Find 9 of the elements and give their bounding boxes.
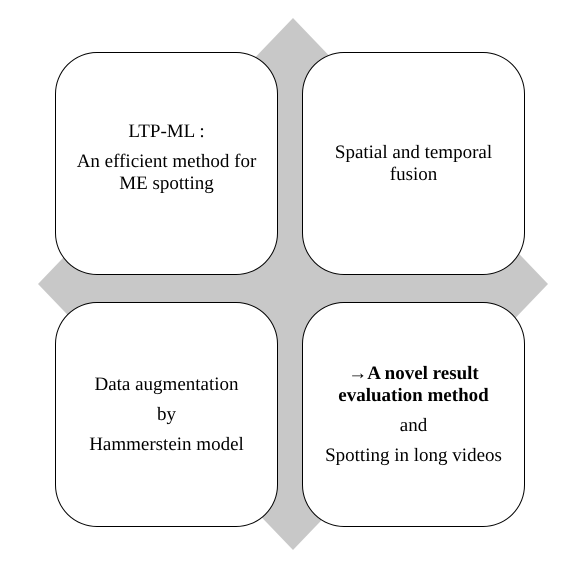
box-heading: Data augmentation (94, 374, 239, 396)
box-heading: LTP-ML : (128, 121, 205, 143)
box-text: by (157, 404, 176, 426)
box-text: and (400, 414, 428, 436)
box-text: Spotting in long videos (325, 444, 502, 466)
box-heading: →A novel result evaluation method (337, 362, 490, 406)
box-text: Spatial and temporal fusion (334, 142, 494, 186)
box-text: An efficient method for ME spotting (76, 151, 258, 195)
box-text: Hammerstein model (89, 434, 244, 456)
